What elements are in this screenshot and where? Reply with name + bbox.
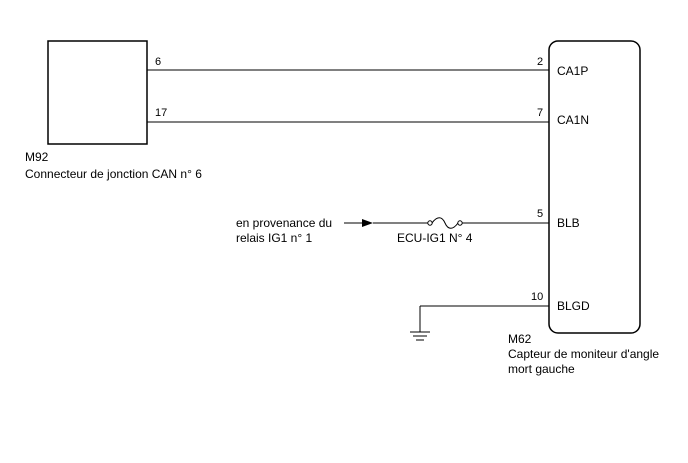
fuse-icon <box>427 217 463 229</box>
m62-code: M62 <box>508 332 532 346</box>
m62-name-line2: mort gauche <box>508 362 575 376</box>
source-line2: relais IG1 n° 1 <box>236 231 312 245</box>
m62-name-line1: Capteur de moniteur d'angle <box>508 347 659 361</box>
m92-name: Connecteur de jonction CAN n° 6 <box>25 167 202 181</box>
ground-icon <box>410 331 430 341</box>
m62-pin-label-blgd: BLGD <box>557 299 590 313</box>
arrow-icon <box>362 219 373 227</box>
m92-connector-box <box>47 40 148 145</box>
m62-pin-number-ca1n: 7 <box>537 107 543 119</box>
m62-pin-label-ca1p: CA1P <box>557 64 588 78</box>
m62-pin-number-ca1p: 2 <box>537 56 543 68</box>
m62-sensor-box <box>548 40 641 334</box>
fuse-label: ECU-IG1 N° 4 <box>397 231 473 245</box>
m62-pin-label-ca1n: CA1N <box>557 113 589 127</box>
source-line1: en provenance du <box>236 216 332 230</box>
m62-pin-number-blgd: 10 <box>531 291 543 303</box>
m92-pin-ca1n: 17 <box>155 107 167 119</box>
m62-pin-number-blb: 5 <box>537 208 543 220</box>
m62-pin-label-blb: BLB <box>557 216 580 230</box>
m92-pin-ca1p: 6 <box>155 56 161 68</box>
m92-code: M92 <box>25 150 49 164</box>
